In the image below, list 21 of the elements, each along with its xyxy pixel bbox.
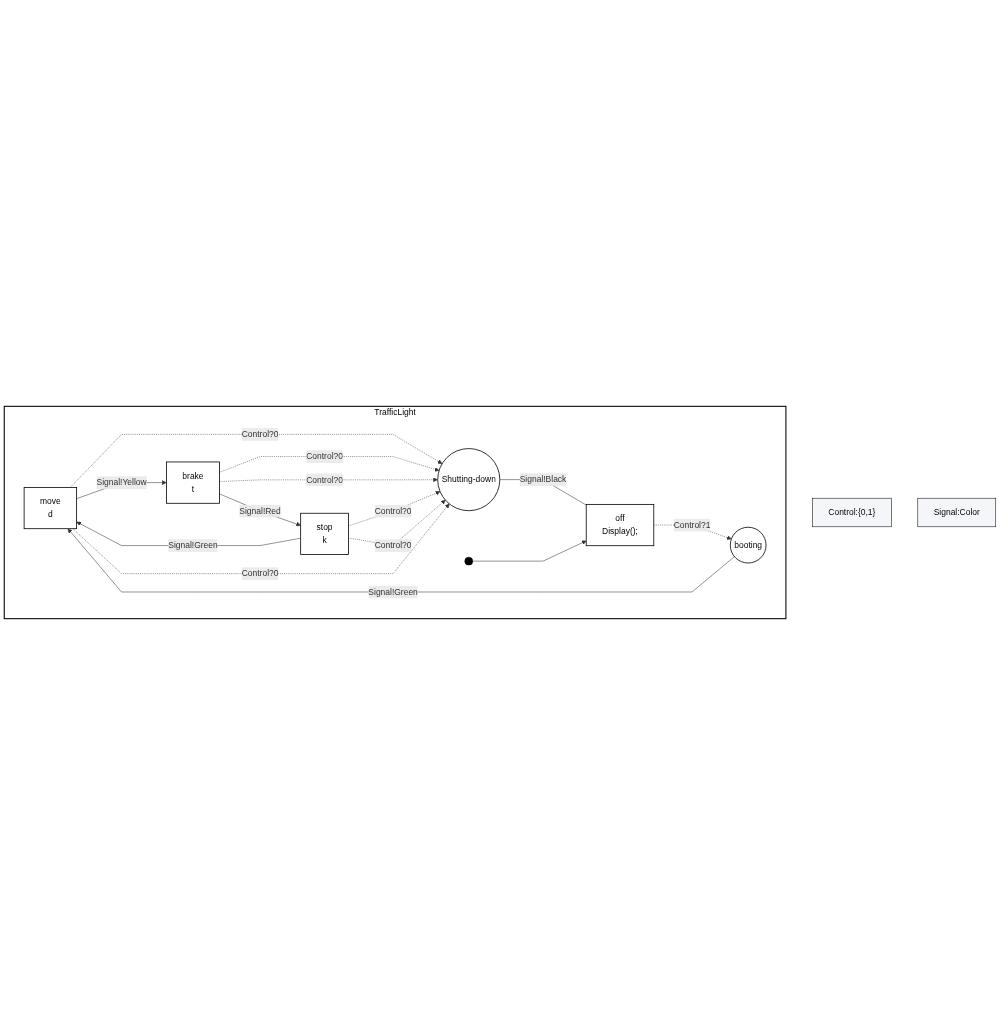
edge-label: Control?0 [241, 429, 279, 439]
edge-label: Control?0 [374, 540, 412, 550]
node-circle: booting [729, 526, 767, 564]
edge-label: Signal!Green [168, 540, 218, 550]
node-box: Signal:Color [917, 497, 997, 528]
node-box: Control:{0,1} [812, 497, 892, 528]
edge-label: Signal!Red [239, 506, 281, 516]
edge-label: Control?1 [673, 520, 711, 530]
node-circle [464, 556, 473, 566]
edge-label: Signal!Green [368, 587, 418, 597]
edge-label: Control?0 [306, 475, 343, 485]
node-box: brake t [166, 461, 220, 504]
node-circle: Shutting-down [437, 448, 501, 512]
edge-label: Control?0 [374, 506, 412, 516]
edge-label: Control?0 [306, 451, 343, 461]
node-box: move d [23, 487, 77, 530]
edge-label: Control?0 [241, 568, 279, 578]
node-box: off Display(); [585, 503, 655, 547]
node-box: stop k [300, 512, 349, 555]
edge-label: Signal!Black [519, 474, 567, 484]
edge-label: Signal!Yellow [96, 477, 147, 487]
